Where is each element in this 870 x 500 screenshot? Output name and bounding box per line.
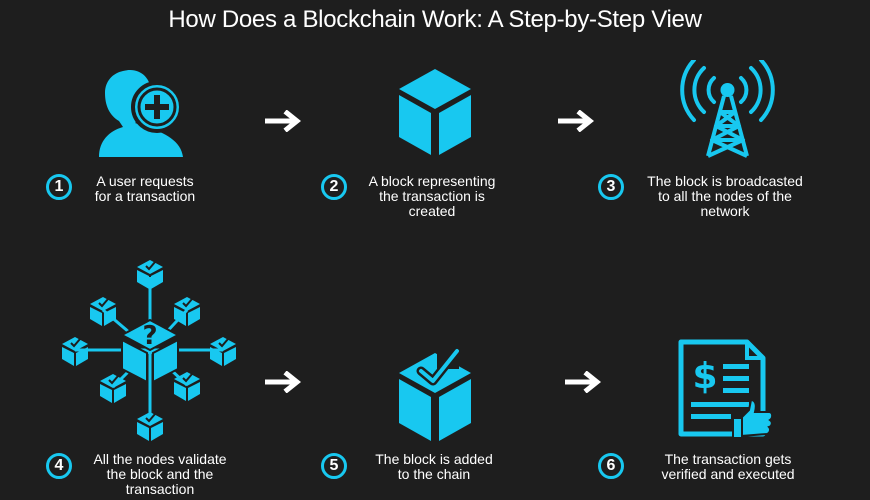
arrow-right-icon — [558, 110, 595, 132]
step-number-badge: 5 — [321, 453, 347, 479]
step-number: 3 — [606, 178, 616, 195]
step-description-line: All the nodes validate — [93, 451, 227, 467]
step-description-line: The block is broadcasted — [647, 173, 803, 189]
step-number: 1 — [54, 178, 64, 195]
step-number-badge: 4 — [46, 453, 72, 479]
step-description-line: The block is added — [375, 451, 493, 467]
step-number: 6 — [606, 457, 616, 474]
invoice-approved-icon: $ — [678, 339, 774, 439]
step-description-line: network — [700, 203, 750, 219]
step-description-line: to the chain — [397, 466, 471, 482]
checked-cube-icon — [399, 346, 471, 441]
arrow-right-icon — [265, 110, 302, 132]
page-title: How Does a Blockchain Work: A Step-by-St… — [168, 6, 702, 33]
step-description-line: the block and the — [106, 466, 214, 482]
svg-text:$: $ — [692, 356, 717, 397]
step-number-badge: 3 — [598, 174, 624, 200]
step-number-badge: 1 — [46, 174, 72, 200]
user-add-icon — [99, 69, 183, 157]
step-number-badge: 6 — [598, 453, 624, 479]
step-description-line: The transaction gets — [664, 451, 792, 467]
step-number: 4 — [54, 457, 64, 474]
arrow-right-icon — [565, 371, 602, 393]
step-number-badge: 2 — [321, 174, 347, 200]
step-description-line: for a transaction — [94, 188, 196, 204]
step-description-line: to all the nodes of the — [658, 188, 792, 204]
step-number: 2 — [329, 178, 339, 195]
svg-text:?: ? — [142, 321, 157, 351]
step-description-line: transaction — [125, 481, 195, 497]
cube-icon — [399, 69, 471, 155]
node-network-icon: ? — [61, 259, 237, 442]
step-description-line: A block representing — [368, 173, 496, 189]
step-description-line: verified and executed — [661, 466, 795, 482]
step-number: 5 — [329, 457, 339, 474]
step-description-line: created — [408, 203, 456, 219]
arrow-right-icon — [265, 371, 302, 393]
broadcast-tower-icon — [680, 60, 775, 158]
step-description-line: A user requests — [96, 173, 194, 189]
step-description-line: the transaction is — [379, 188, 485, 204]
